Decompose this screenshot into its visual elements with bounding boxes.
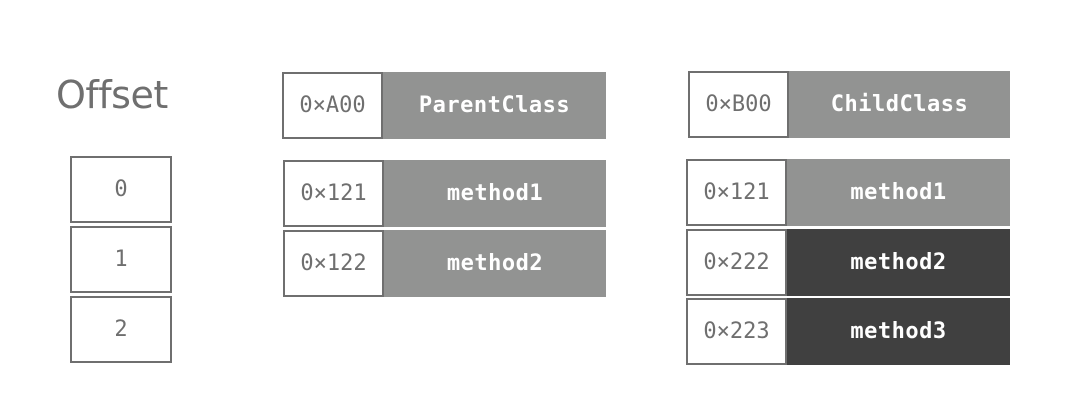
offset-cell-1: 1	[70, 226, 172, 293]
offset-cell-2: 2	[70, 296, 172, 363]
parent-method-row-2: 0×122 method2	[283, 230, 606, 297]
parent-method2-name: method2	[384, 230, 606, 297]
child-class-header: 0×B00 ChildClass	[688, 71, 1010, 138]
child-method1-name: method1	[787, 159, 1010, 226]
parent-method-row-1: 0×121 method1	[283, 160, 606, 227]
child-class-address: 0×B00	[688, 71, 789, 138]
child-method3-address: 0×223	[686, 298, 787, 365]
parent-method1-name: method1	[384, 160, 606, 227]
offset-cell-0: 0	[70, 156, 172, 223]
parent-class-name: ParentClass	[383, 72, 606, 139]
offset-title: Offset	[56, 73, 168, 117]
child-method-row-2: 0×222 method2	[686, 229, 1010, 296]
child-method2-name: method2	[787, 229, 1010, 296]
parent-class-header: 0×A00 ParentClass	[282, 72, 606, 139]
parent-method1-address: 0×121	[283, 160, 384, 227]
parent-method2-address: 0×122	[283, 230, 384, 297]
child-method2-address: 0×222	[686, 229, 787, 296]
parent-class-address: 0×A00	[282, 72, 383, 139]
child-method1-address: 0×121	[686, 159, 787, 226]
child-class-name: ChildClass	[789, 71, 1010, 138]
child-method-row-3: 0×223 method3	[686, 298, 1010, 365]
child-method-row-1: 0×121 method1	[686, 159, 1010, 226]
child-method3-name: method3	[787, 298, 1010, 365]
